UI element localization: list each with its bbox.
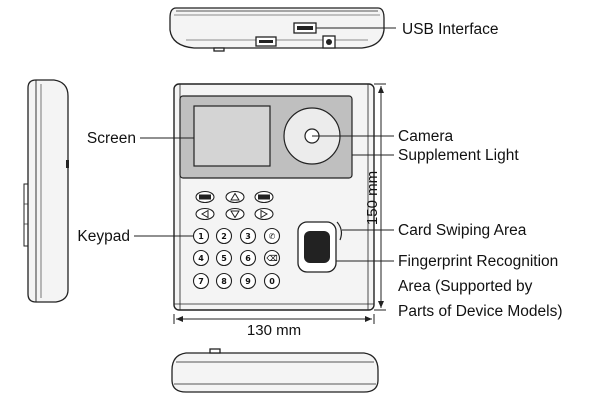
svg-text:⌫: ⌫ [266,254,277,263]
svg-text:2: 2 [221,232,227,241]
key-5[interactable]: 5 [215,249,233,267]
top-view [169,7,396,52]
key-8[interactable]: 8 [215,272,233,290]
height-dimension-label: 150 mm [364,171,381,225]
key-ok[interactable] [254,190,274,204]
key-delete[interactable]: ⌫ [263,249,281,267]
key-call[interactable]: ✆ [263,227,281,245]
key-9[interactable]: 9 [239,272,257,290]
fingerprint-label-line3: Parts of Device Models) [398,303,563,320]
screen-label: Screen [87,130,136,147]
usb-interface-label: USB Interface [402,21,499,38]
svg-text:4: 4 [198,254,204,263]
svg-text:5: 5 [221,254,227,263]
fingerprint-label-line2: Area (Supported by [398,278,533,295]
fingerprint-label-line1: Fingerprint Recognition [398,253,558,270]
camera-label: Camera [398,128,454,145]
svg-text:0: 0 [269,277,275,286]
key-2[interactable]: 2 [215,227,233,245]
key-1[interactable]: 1 [192,227,210,245]
keypad-label: Keypad [77,228,130,245]
svg-text:6: 6 [245,254,251,263]
callout-lines [134,135,394,262]
key-6[interactable]: 6 [239,249,257,267]
supplement-light-label: Supplement Light [398,147,519,164]
key-right[interactable] [254,207,274,221]
svg-text:✆: ✆ [269,232,276,241]
keypad: 1 2 3 ✆ 4 5 6 ⌫ 7 8 9 0 [192,190,281,290]
svg-text:9: 9 [245,277,251,286]
width-dimension-label: 130 mm [247,322,301,339]
screen [193,105,271,167]
key-down[interactable] [225,207,245,221]
svg-text:7: 7 [198,277,204,286]
card-swiping-area-label: Card Swiping Area [398,222,527,239]
dimension-width [173,314,375,324]
keypad-number-keys: 1 2 3 ✆ 4 5 6 ⌫ 7 8 9 0 [192,227,281,290]
key-left[interactable] [195,207,215,221]
key-esc[interactable] [195,190,215,204]
svg-text:1: 1 [198,232,204,241]
svg-text:8: 8 [221,277,227,286]
bottom-view [171,348,379,393]
svg-text:3: 3 [245,232,251,241]
keypad-function-keys [195,190,274,221]
key-7[interactable]: 7 [192,272,210,290]
card-swipe-indicator [336,221,343,241]
key-0[interactable]: 0 [263,272,281,290]
side-view [23,79,69,303]
dimension-height [374,83,386,311]
key-3[interactable]: 3 [239,227,257,245]
key-4[interactable]: 4 [192,249,210,267]
key-up[interactable] [225,190,245,204]
